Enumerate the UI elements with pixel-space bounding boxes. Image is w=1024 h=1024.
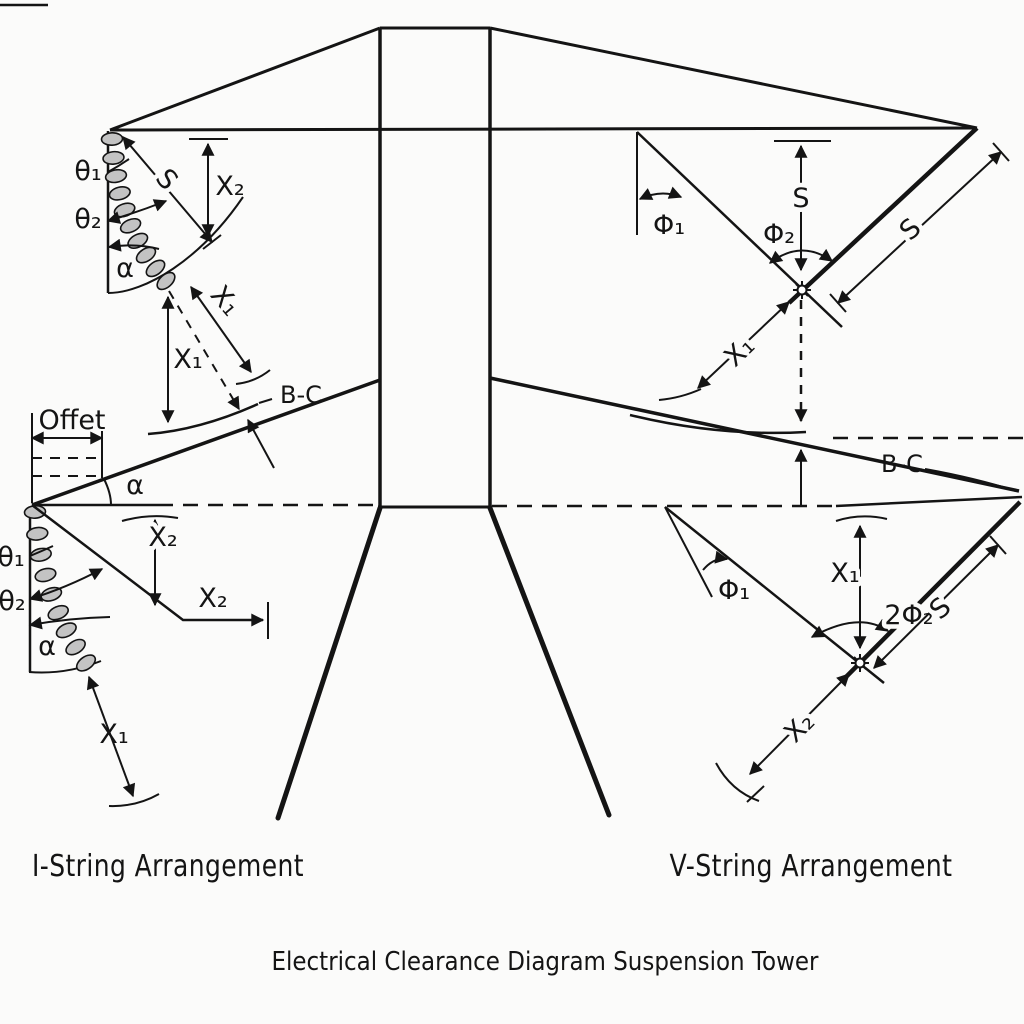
insulator-disc xyxy=(34,567,57,583)
insulator-disc xyxy=(47,604,69,621)
caption-v-string: V-String Arrangement xyxy=(670,849,953,884)
alpha-arc-offset xyxy=(103,478,112,506)
ref-line-right-solid xyxy=(835,495,1023,508)
insulator-string-lower xyxy=(23,504,97,672)
x2-vertical-top-arc xyxy=(121,515,179,522)
theta2-arc-lower xyxy=(28,568,104,602)
lower-right-v-string: Φ₁ X₁ 2Φ₂ S X₂ xyxy=(664,500,1022,803)
bc-leader-right xyxy=(924,468,1017,492)
phi2-label-upper: Φ₂ xyxy=(763,219,795,250)
theta1-label-lower: θ₁ xyxy=(0,542,25,573)
theta2-label-upper: θ₂ xyxy=(74,204,101,235)
conductor-symbol-lower xyxy=(851,654,869,672)
insulator-disc xyxy=(55,622,77,639)
insulator-disc xyxy=(119,217,142,234)
phi1-arc-upper xyxy=(638,186,683,200)
insulator-disc xyxy=(135,246,157,264)
offset-label: Offet xyxy=(38,405,105,436)
x1-vertical-label-lower-right: X₁ xyxy=(830,558,859,589)
insulator-disc xyxy=(156,271,176,291)
v-right-leg-lower xyxy=(840,500,1022,683)
phi1-label-lower: Φ₁ xyxy=(718,575,750,606)
theta2-label-lower: θ₂ xyxy=(0,586,26,617)
x2-vertical-label-lower-left: X₂ xyxy=(148,522,177,553)
x1-end-arc-upper-right xyxy=(658,388,702,401)
s-parallel-dimension-upper xyxy=(837,151,1002,304)
v-left-leg-lower xyxy=(664,506,885,684)
string-axis-dashed-leader xyxy=(168,290,240,411)
alpha-label-lower: α xyxy=(38,631,56,662)
x1-vertical-label-upper-left: X₁ xyxy=(173,344,202,375)
s-label-upper-left: S xyxy=(149,163,184,196)
offset-dimension: Offet α xyxy=(30,405,144,506)
x1-vertical-top-arc-lower xyxy=(835,515,888,522)
insulator-disc xyxy=(108,186,131,201)
captions: I-String Arrangement V-String Arrangemen… xyxy=(32,849,953,977)
x2-label-upper-left: X₂ xyxy=(215,171,244,202)
alpha-label-upper: α xyxy=(116,253,134,284)
upper-left-i-string: θ₁ θ₂ α S X₂ X₁ X₁ B-C xyxy=(74,131,322,469)
insulator-disc xyxy=(145,259,166,278)
alpha-arc-upper xyxy=(107,238,160,252)
x1-end-arc-lower-left xyxy=(108,793,160,808)
x2-end-arc-lower-right xyxy=(715,762,760,802)
swing-arc-upper xyxy=(107,196,244,294)
x2-label-lower-right: X₂ xyxy=(778,706,821,749)
x2-horizontal-dimension-line xyxy=(31,504,265,627)
tower-structure xyxy=(0,3,1020,821)
crossarm-top-left-diagonal xyxy=(109,26,381,132)
conductor-dot-lower xyxy=(854,657,866,669)
s-parallel-top-tick-lower xyxy=(989,535,1007,555)
phi1-label-upper: Φ₁ xyxy=(653,210,685,241)
theta1-arc-lower xyxy=(29,545,54,557)
insulator-disc xyxy=(65,638,86,656)
s-parallel-top-tick-upper xyxy=(992,142,1010,162)
tower-leg-left xyxy=(275,505,383,821)
v-right-leg-upper xyxy=(787,126,979,305)
bc-pointer-arrow-left xyxy=(247,418,275,469)
crossarm-bottom-line xyxy=(109,126,978,132)
x2-horizontal-label: X₂ xyxy=(198,583,227,614)
x2-dimension-lower-right xyxy=(749,673,850,775)
x1-dimension-lower-left xyxy=(86,675,136,798)
s-parallel-label-upper: S xyxy=(894,212,928,246)
s-dimension-upper-left xyxy=(122,136,213,243)
x1-diagonal-end-arc xyxy=(235,369,271,385)
plumb-reference-lower-v xyxy=(664,506,713,598)
conductor-sag-arc-right xyxy=(629,413,807,435)
bc-label-left: B-C xyxy=(280,381,322,409)
x1-diagonal-dimension-upper-left xyxy=(190,285,252,374)
insulator-disc xyxy=(26,526,49,541)
x2-end-tick-lower-right xyxy=(746,785,765,803)
s-dimension-tick-upper-left xyxy=(202,234,222,250)
s-vertical-label-upper: S xyxy=(792,183,809,214)
x1-label-upper-right: X₁ xyxy=(718,330,761,373)
s-parallel-bottom-tick-upper xyxy=(829,293,847,313)
insulator-disc xyxy=(75,654,97,672)
bc-label-right: B-C xyxy=(881,450,923,478)
reference-lines xyxy=(32,436,1024,508)
insulator-disc xyxy=(100,131,124,147)
s-parallel-dimension-lower xyxy=(873,544,999,669)
waist-left-line xyxy=(31,378,381,507)
x1-dimension-upper-right xyxy=(697,301,790,389)
conductor-symbol-upper xyxy=(793,281,811,299)
conductor-dot-upper xyxy=(796,284,808,296)
diagram-title: Electrical Clearance Diagram Suspension … xyxy=(272,947,819,977)
alpha-label-offset: α xyxy=(126,470,144,501)
conductor-sag-arc-left xyxy=(147,402,259,436)
bc-leader-dash-left xyxy=(258,398,273,404)
x1-label-lower-left: X₁ xyxy=(99,719,128,750)
alpha-arc-lower xyxy=(28,616,111,630)
tower-leg-right xyxy=(487,505,612,818)
theta1-label-upper: θ₁ xyxy=(74,156,101,187)
waist-right-line xyxy=(489,376,1020,493)
crossarm-top-right-diagonal xyxy=(489,26,978,130)
caption-i-string: I-String Arrangement xyxy=(32,849,304,884)
phi1-arc-lower xyxy=(702,550,729,571)
lower-left-i-string: θ₁ θ₂ α X₂ X₂ X₁ xyxy=(0,504,269,808)
